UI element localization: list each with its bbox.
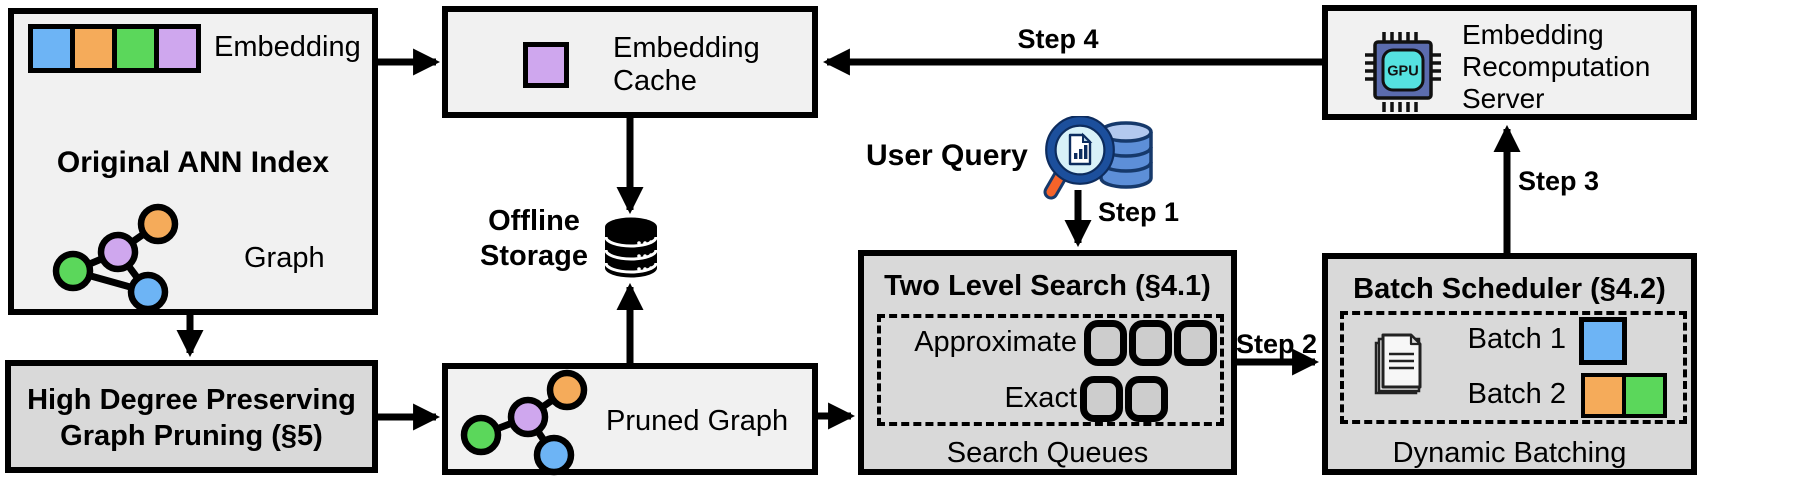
graph-node-blue [127, 271, 169, 313]
queue-slot [1125, 376, 1168, 422]
original-ann-index-title: Original ANN Index [56, 146, 330, 179]
gpu-chip-label: GPU [1387, 64, 1418, 80]
gpu-chip-icon: GPU [1365, 32, 1441, 112]
approximate-queue-row [1084, 320, 1217, 366]
batch2-cell-orange [1585, 377, 1622, 414]
stacked-documents-icon [1374, 333, 1422, 395]
original-ann-index-box: Embedding Original ANN Index Graph [8, 8, 378, 315]
graph-pruning-title: High Degree Preserving Graph Pruning (§5… [27, 384, 356, 452]
graph-node-blue [533, 434, 575, 476]
batch2-embedding-squares [1581, 373, 1667, 418]
batch1-embedding-square [1579, 317, 1627, 365]
embedding-cache-box: Embedding Cache [442, 6, 818, 118]
step2-label: Step 2 [1236, 329, 1318, 359]
magnifier-document-database-icon [1043, 116, 1153, 200]
batch-scheduler-title: Batch Scheduler (§4.2) [1353, 273, 1666, 305]
graph-node-green [52, 250, 94, 292]
queue-slot [1084, 320, 1127, 366]
approximate-label: Approximate [914, 326, 1077, 358]
database-stack-icon [604, 217, 658, 278]
user-query-label: User Query [866, 139, 1028, 172]
embedding-cell-purple [159, 29, 196, 68]
pruned-graph-box: Pruned Graph [442, 363, 818, 476]
dynamic-batching-label: Dynamic Batching [1392, 437, 1627, 469]
graph-node-purple [507, 396, 549, 438]
step3-label: Step 3 [1518, 166, 1600, 196]
two-level-search-box: Two Level Search (§4.1) Approximate Exac… [858, 250, 1237, 475]
embedding-label: Embedding [214, 31, 361, 63]
graph-node-orange [546, 369, 588, 411]
embedding-vector-strip-icon [28, 24, 201, 73]
graph-label: Graph [244, 242, 325, 274]
graph-node-green [460, 414, 502, 456]
graph-pruning-box: High Degree Preserving Graph Pruning (§5… [5, 360, 378, 473]
graph-node-orange [137, 203, 179, 245]
dynamic-batching-dashed-region [1340, 311, 1687, 424]
batch-scheduler-box: Batch Scheduler (§4.2) Batch 1 Batch 2 D… [1322, 253, 1697, 475]
graph-icon [52, 203, 179, 313]
recomputation-server-box: GPU Embedding Recomputation Server [1322, 5, 1697, 120]
graph-node-purple [97, 231, 139, 273]
embedding-cache-title: Embedding Cache [613, 32, 760, 97]
batch2-cell-green [1626, 377, 1663, 414]
pruned-graph-label: Pruned Graph [606, 405, 789, 437]
queue-slot [1174, 320, 1217, 366]
embedding-cell-orange [75, 29, 112, 68]
two-level-search-title: Two Level Search (§4.1) [884, 270, 1211, 302]
embedding-cell-blue [33, 29, 70, 68]
search-queues-label: Search Queues [946, 437, 1149, 469]
cached-embedding-square-icon [523, 42, 569, 88]
batch1-label: Batch 1 [1467, 323, 1566, 355]
embedding-cell-green [117, 29, 154, 68]
queue-slot [1080, 376, 1123, 422]
step4-label: Step 4 [1017, 24, 1099, 54]
exact-label: Exact [1004, 382, 1077, 414]
offline-storage-label: Offline Storage [480, 205, 588, 272]
step1-label: Step 1 [1098, 197, 1180, 227]
batch2-label: Batch 2 [1467, 378, 1566, 410]
pruned-graph-nodes-icon [460, 369, 588, 476]
queue-slot [1129, 320, 1172, 366]
recomputation-server-title: Embedding Recomputation Server [1462, 19, 1651, 114]
search-queues-dashed-region [877, 314, 1224, 426]
exact-queue-row [1080, 376, 1168, 422]
